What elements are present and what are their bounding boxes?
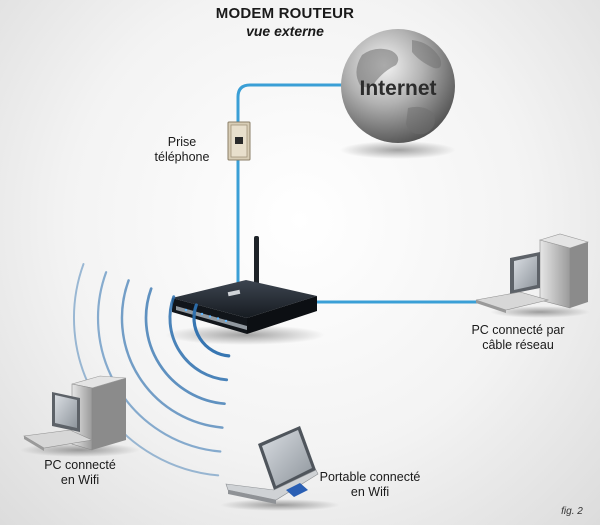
label-laptop-wifi-line2: en Wifi (350, 485, 390, 499)
internet-label: Internet (359, 77, 436, 100)
label-phone-jack: Prise téléphone (140, 135, 224, 165)
laptop-icon (220, 426, 340, 511)
wifi-wave (144, 287, 226, 406)
label-pc-wifi-line2: en Wifi (60, 473, 100, 487)
router-icon (165, 236, 325, 345)
wall-jack-icon (227, 121, 251, 161)
globe-icon: Internet (340, 29, 456, 159)
network-cables (236, 83, 478, 304)
label-pc-cable-line2: câble réseau (482, 338, 554, 352)
label-phone-jack-line2: téléphone (154, 150, 210, 164)
cable-internet-to-jack (236, 83, 350, 122)
label-pc-cable-line1: PC connecté par (471, 323, 565, 337)
diagram-subtitle: vue externe (246, 23, 324, 39)
label-pc-wifi: PC connecté en Wifi (25, 458, 135, 488)
label-laptop-wifi-line1: Portable connecté (319, 470, 421, 484)
label-laptop-wifi: Portable connecté en Wifi (300, 470, 440, 500)
label-pc-wifi-line1: PC connecté (44, 458, 116, 472)
label-pc-cable: PC connecté par câble réseau (448, 323, 588, 353)
diagram-title: MODEM ROUTEUR (215, 5, 355, 22)
wifi-wave (192, 303, 231, 358)
desktop-pc-icon (20, 375, 140, 457)
label-phone-jack-line1: Prise (167, 135, 197, 149)
wifi-wave (120, 279, 224, 429)
figure-label: fig. 2 (561, 506, 583, 517)
wifi-wave (168, 295, 229, 382)
desktop-pc-icon (475, 233, 590, 318)
